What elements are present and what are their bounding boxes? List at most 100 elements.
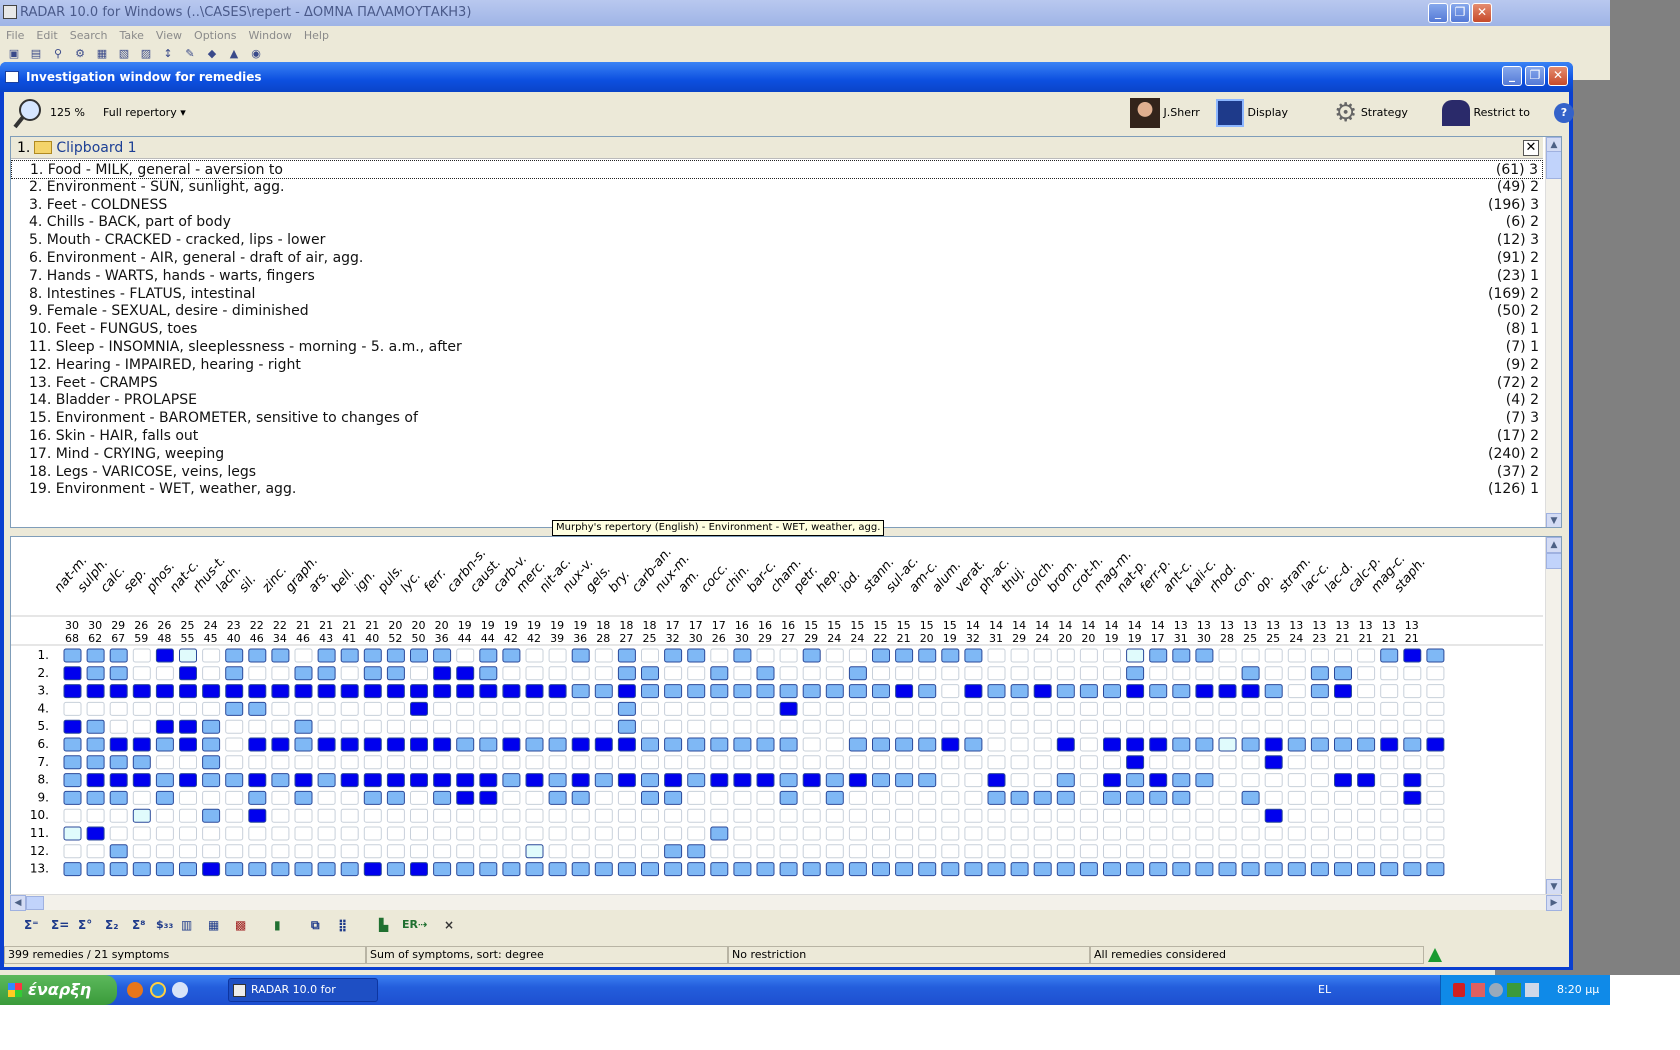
quicklaunch-icon[interactable] — [172, 982, 188, 998]
restrict-button[interactable]: Restrict to — [1442, 92, 1542, 134]
toolbar-icon[interactable]: ▨ — [140, 47, 152, 60]
rubric-row[interactable]: 5. Mouth - CRACKED - cracked, lips - low… — [11, 231, 1543, 250]
chart-icon[interactable]: ▙ — [379, 918, 389, 932]
tray-green-icon[interactable] — [1507, 983, 1521, 997]
inv-minimize-button[interactable]: _ — [1502, 66, 1522, 86]
toolbar-icon[interactable]: ▤ — [30, 47, 42, 60]
scroll-right-icon[interactable]: ▶ — [1546, 895, 1562, 911]
scroll-up-icon[interactable]: ▲ — [1546, 537, 1561, 553]
ie-icon[interactable] — [150, 982, 166, 998]
shield-icon[interactable] — [1453, 983, 1465, 997]
grade-cell — [571, 844, 590, 859]
minimize-button[interactable]: _ — [1428, 3, 1448, 23]
rubric-row[interactable]: 14. Bladder - PROLAPSE(4) 2 — [11, 391, 1543, 410]
sum-degree-icon[interactable]: Σ⁼ — [24, 918, 39, 932]
toolbar-icon[interactable]: ◉ — [251, 47, 261, 60]
volume-icon[interactable] — [1525, 983, 1539, 997]
network-icon[interactable] — [1489, 983, 1503, 997]
export-icon[interactable]: ER⇢ — [402, 918, 428, 931]
rubric-row[interactable]: 2. Environment - SUN, sunlight, agg.(49)… — [11, 178, 1543, 197]
rubric-row[interactable]: 7. Hands - WARTS, hands - warts, fingers… — [11, 267, 1543, 286]
inv-maximize-button[interactable]: ❐ — [1525, 66, 1545, 86]
toolbar-icon[interactable]: ↕ — [163, 47, 173, 60]
sum-symptoms-icon[interactable]: Σ= — [51, 918, 70, 932]
magnifier-icon[interactable] — [12, 92, 52, 134]
menu-view[interactable]: View — [155, 29, 183, 42]
clipboard-close-icon[interactable]: ✕ — [1523, 140, 1539, 156]
grid-hscrollbar[interactable]: ◀ ▶ — [10, 894, 1562, 911]
matrix-icon[interactable]: ⣿ — [338, 918, 348, 932]
rubric-row[interactable]: 17. Mind - CRYING, weeping(240) 2 — [11, 445, 1543, 464]
toolbar-icon[interactable]: ✎ — [185, 47, 195, 60]
menu-file[interactable]: File — [6, 29, 25, 42]
menu-help[interactable]: Help — [303, 29, 329, 42]
strategy-button[interactable]: ⚙ Strategy — [1334, 92, 1424, 134]
scroll-down-icon[interactable]: ▼ — [1546, 879, 1561, 895]
repertory-select[interactable]: Full repertory ▾ — [103, 92, 186, 134]
grade-cell — [525, 719, 544, 734]
menu-edit[interactable]: Edit — [36, 29, 58, 42]
close-analysis-icon[interactable]: × — [444, 918, 455, 932]
rubric-row[interactable]: 8. Intestines - FLATUS, intestinal(169) … — [11, 285, 1543, 304]
toolbar-icon[interactable]: ▣ — [8, 47, 20, 60]
grade-cell — [433, 684, 452, 699]
toolbar-icon[interactable]: ⚲ — [53, 47, 63, 60]
author-button[interactable]: J.Sherr — [1130, 92, 1240, 134]
scroll-thumb[interactable] — [1546, 553, 1561, 569]
toolbar-icon[interactable]: ▲ — [229, 47, 239, 60]
grid-scrollbar[interactable]: ▲ ▼ — [1545, 537, 1561, 895]
menu-take[interactable]: Take — [119, 29, 144, 42]
grade-cell — [132, 844, 151, 859]
rubric-row[interactable]: 12. Hearing - IMPAIRED, hearing - right(… — [11, 356, 1543, 375]
bar-chart-alt-icon[interactable]: ▦ — [208, 918, 220, 932]
toolbar-icon[interactable]: ◆ — [207, 47, 217, 60]
rubric-row[interactable]: 18. Legs - VARICOSE, veins, legs(37) 2 — [11, 463, 1543, 482]
rubric-row[interactable]: 19. Environment - WET, weather, agg.(126… — [11, 480, 1543, 499]
rubric-row[interactable]: 1. Food - MILK, general - aversion to(61… — [11, 160, 1543, 180]
scroll-down-icon[interactable]: ▼ — [1546, 513, 1561, 527]
dollar-icon[interactable]: $₃₃ — [156, 918, 174, 931]
language-indicator[interactable]: EL — [1318, 983, 1332, 996]
toolbar-icon[interactable]: ▦ — [96, 47, 108, 60]
sum-icon[interactable]: Σ° — [78, 918, 93, 932]
display-button[interactable]: Display — [1216, 92, 1296, 134]
sum-small-icon[interactable]: Σ₂ — [105, 918, 119, 932]
sum-weight-icon[interactable]: Σ⁸ — [132, 918, 146, 932]
toolbar-icon[interactable]: ▧ — [118, 47, 130, 60]
help-button[interactable]: ? — [1554, 92, 1576, 134]
menu-options[interactable]: Options — [194, 29, 237, 42]
grade-cell — [1334, 737, 1352, 752]
battery-icon[interactable]: ▮ — [274, 918, 281, 932]
rubric-row[interactable]: 15. Environment - BAROMETER, sensitive t… — [11, 409, 1543, 428]
menu-search[interactable]: Search — [69, 29, 108, 42]
close-button[interactable]: ✕ — [1472, 3, 1492, 23]
maximize-button[interactable]: ❐ — [1450, 3, 1470, 23]
tray-app-icon[interactable] — [1471, 983, 1485, 997]
scroll-thumb[interactable] — [1546, 151, 1561, 179]
taskbar-radar-button[interactable]: RADAR 10.0 for Wind... — [228, 978, 378, 1018]
grade-cell — [1126, 862, 1145, 877]
hscroll-thumb[interactable] — [26, 896, 44, 910]
rubric-row[interactable]: 16. Skin - HAIR, falls out(17) 2 — [11, 427, 1543, 446]
rubric-row[interactable]: 9. Female - SEXUAL, desire - diminished(… — [11, 302, 1543, 321]
rubric-row[interactable]: 11. Sleep - INSOMNIA, sleeplessness - mo… — [11, 338, 1543, 357]
rubric-label: 18. Legs - VARICOSE, veins, legs — [29, 463, 257, 480]
grade-cell — [733, 701, 752, 716]
inv-close-button[interactable]: ✕ — [1548, 66, 1568, 86]
rubric-row[interactable]: 3. Feet - COLDNESS(196) 3 — [11, 196, 1543, 215]
scroll-left-icon[interactable]: ◀ — [10, 895, 26, 911]
start-button[interactable]: έναρξη — [0, 975, 117, 1005]
clipboard-scrollbar[interactable]: ▲ ▼ — [1545, 137, 1561, 527]
bar-chart-icon[interactable]: ▥ — [181, 918, 193, 932]
toolbar-icon[interactable]: ⚙ — [75, 47, 85, 60]
rubric-row[interactable]: 10. Feet - FUNGUS, toes(8) 1 — [11, 320, 1543, 339]
firefox-icon[interactable] — [127, 982, 143, 998]
rubric-row[interactable]: 4. Chills - BACK, part of body(6) 2 — [11, 213, 1543, 232]
rubric-row[interactable]: 6. Environment - AIR, general - draft of… — [11, 249, 1543, 268]
menu-window[interactable]: Window — [248, 29, 292, 42]
zoom-level[interactable]: 125 % — [50, 106, 85, 119]
filter-icon[interactable]: ⧉ — [311, 918, 320, 932]
grade-cell — [548, 844, 567, 859]
rubric-row[interactable]: 13. Feet - CRAMPS(72) 2 — [11, 374, 1543, 393]
grid-icon[interactable]: ▩ — [235, 918, 247, 932]
